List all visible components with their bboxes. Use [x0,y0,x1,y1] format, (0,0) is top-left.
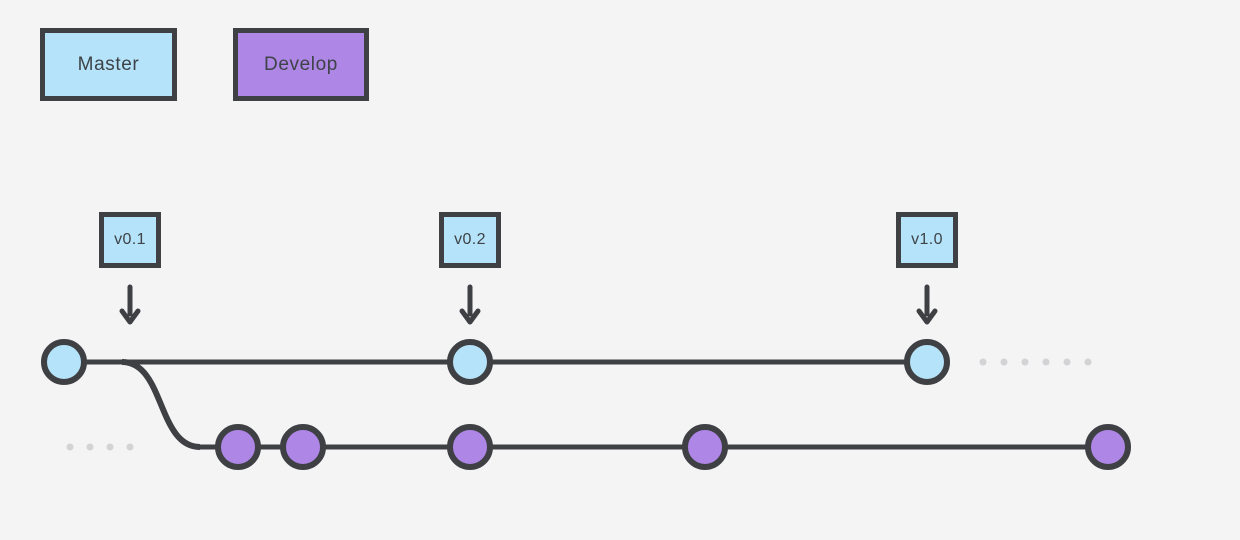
arrow-down-icon [119,284,141,325]
commit-node-develop-0 [215,424,261,470]
commit-node-master-0 [41,339,87,385]
commit-node-develop-2 [447,424,493,470]
faded-dot-master [1084,358,1092,366]
commit-node-develop-4 [1085,424,1131,470]
arrow-down-icon [916,284,938,325]
commit-node-master-2 [904,339,950,385]
branch-curve [121,359,201,450]
faded-dot-develop [86,443,94,451]
legend: Master Develop [40,28,369,101]
faded-dot-develop [106,443,114,451]
faded-dot-master [1021,358,1029,366]
legend-develop: Develop [233,28,369,101]
faded-dot-develop [66,443,74,451]
tag-v0.1: v0.1 [99,212,161,268]
legend-master-label: Master [77,53,140,75]
faded-dot-master [1063,358,1071,366]
legend-develop-label: Develop [264,53,338,75]
tag-v1.0: v1.0 [896,212,958,268]
faded-dot-master [1000,358,1008,366]
legend-master: Master [40,28,177,101]
faded-dot-master [1042,358,1050,366]
commit-node-develop-3 [682,424,728,470]
faded-dot-develop [126,443,134,451]
tag-v0.2: v0.2 [439,212,501,268]
faded-dot-master [979,358,987,366]
commit-node-develop-1 [280,424,326,470]
commit-node-master-1 [447,339,493,385]
arrow-down-icon [459,284,481,325]
